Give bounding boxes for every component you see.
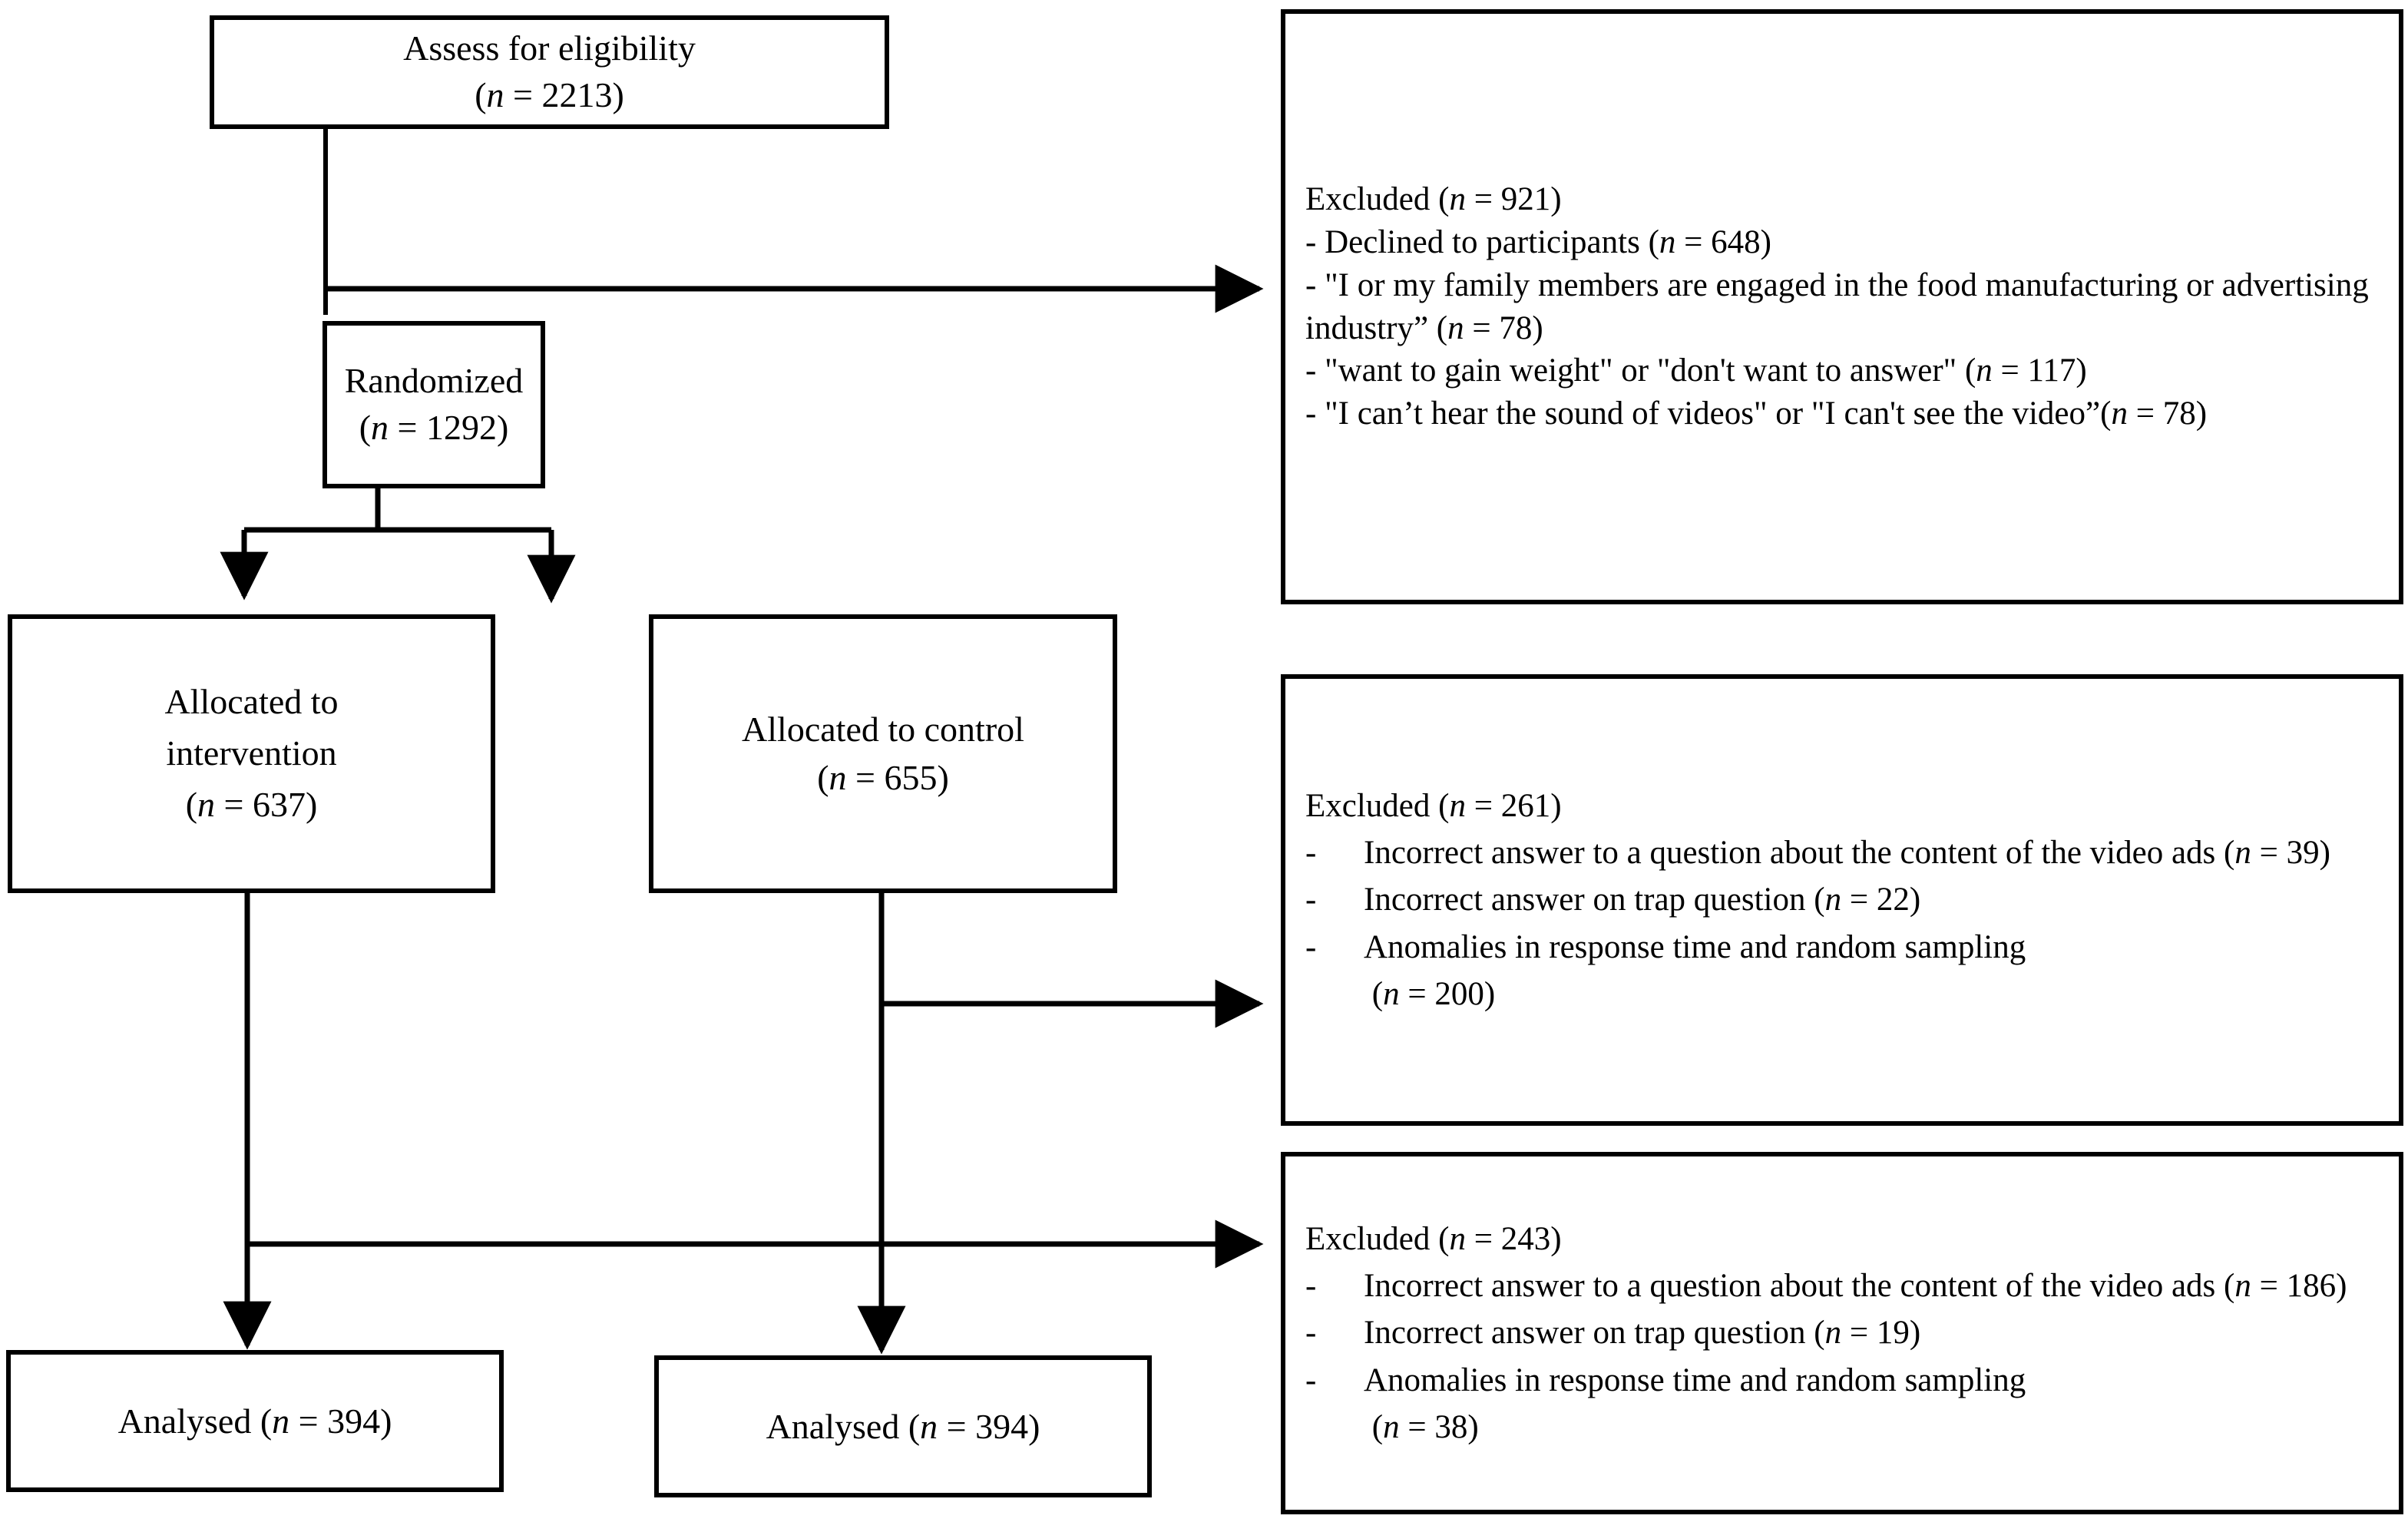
- node-randomized: Randomized (n = 1292): [322, 321, 545, 488]
- analysed-control-label: Analysed (n = 394): [766, 1407, 1040, 1446]
- randomized-title: Randomized: [344, 361, 524, 401]
- node-analysed-intervention: Analysed (n = 394): [6, 1350, 504, 1492]
- panel-excluded-control: Excluded (n = 261) -Incorrect answer to …: [1281, 674, 2403, 1126]
- eligibility-count: (n = 2213): [475, 75, 624, 114]
- bullet-dash-icon: -: [1305, 1362, 1317, 1398]
- node-assess-for-eligibility: Assess for eligibility (n = 2213): [210, 15, 889, 129]
- excluded-screening-item-4: - "I can’t hear the sound of videos" or …: [1305, 395, 2208, 432]
- excluded-screening-item-1: - Declined to participants (n = 648): [1305, 223, 1771, 260]
- excluded-control-item-1: -Incorrect answer to a question about th…: [1305, 829, 2330, 876]
- excluded-control-item-3: -Anomalies in response time and random s…: [1305, 924, 2026, 1017]
- excluded-intervention-item-2: -Incorrect answer on trap question (n = …: [1305, 1309, 1920, 1356]
- bullet-dash-icon: -: [1305, 1268, 1317, 1305]
- panel-excluded-intervention: Excluded (n = 243) -Incorrect answer to …: [1281, 1152, 2403, 1514]
- node-allocated-intervention: Allocated to intervention (n = 637): [8, 614, 495, 893]
- excluded-screening-heading: Excluded (n = 921): [1305, 180, 1562, 217]
- bullet-dash-icon: -: [1305, 835, 1317, 872]
- excluded-intervention-item-3: -Anomalies in response time and random s…: [1305, 1357, 2026, 1451]
- alloc-intervention-count: (n = 637): [185, 784, 318, 824]
- bullet-dash-icon: -: [1305, 882, 1317, 918]
- alloc-control-line1: Allocated to control: [742, 709, 1024, 749]
- bullet-dash-icon: -: [1305, 928, 1317, 965]
- alloc-intervention-line1: Allocated to: [164, 682, 339, 722]
- excluded-control-heading: Excluded (n = 261): [1305, 788, 1562, 825]
- bullet-dash-icon: -: [1305, 1315, 1317, 1352]
- excluded-screening-item-2: - "I or my family members are engaged in…: [1305, 266, 2369, 346]
- excluded-control-item-2: -Incorrect answer on trap question (n = …: [1305, 876, 1920, 923]
- eligibility-title: Assess for eligibility: [403, 28, 696, 68]
- alloc-control-count: (n = 655): [817, 757, 949, 797]
- node-allocated-control: Allocated to control (n = 655): [649, 614, 1117, 893]
- node-analysed-control: Analysed (n = 394): [654, 1355, 1152, 1497]
- alloc-intervention-line2: intervention: [166, 733, 337, 773]
- excluded-intervention-item-1: -Incorrect answer to a question about th…: [1305, 1262, 2347, 1309]
- excluded-screening-item-3: - "want to gain weight" or "don't want t…: [1305, 352, 2087, 389]
- randomized-count: (n = 1292): [359, 408, 509, 447]
- excluded-intervention-heading: Excluded (n = 243): [1305, 1221, 1562, 1258]
- panel-excluded-screening: Excluded (n = 921) - Declined to partici…: [1281, 9, 2403, 604]
- analysed-intervention-label: Analysed (n = 394): [117, 1401, 392, 1441]
